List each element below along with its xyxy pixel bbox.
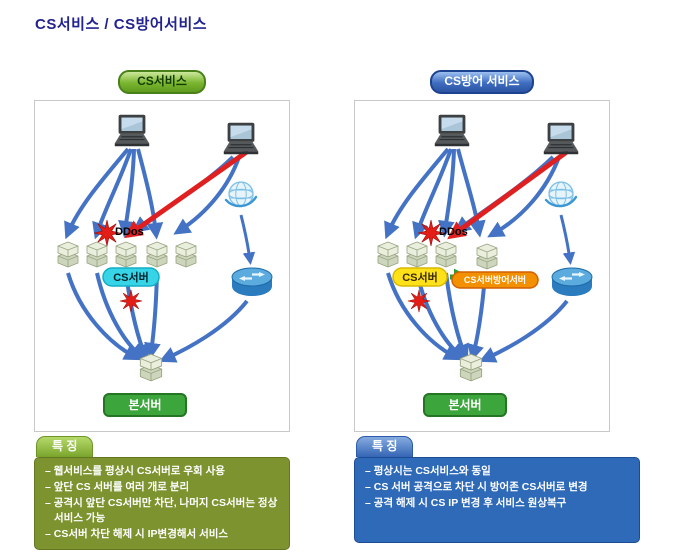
feature-item: – CS 서버 공격으로 차단 시 방어존 CS서버로 변경	[365, 480, 588, 493]
attacker-laptop-icon	[223, 122, 259, 155]
cs-features-tab: 특 징	[36, 436, 94, 457]
server-icon	[146, 241, 168, 268]
router-icon	[550, 266, 594, 298]
cs-defense-diagram-box: DDos CS서버 CS서버방어서버 본서버	[354, 100, 610, 432]
cs-server-badge	[102, 267, 160, 287]
main-server-badge	[423, 393, 507, 417]
main-server-badge	[103, 393, 187, 417]
attacker-laptop-icon	[543, 122, 579, 155]
cs-server-label: CS서버	[113, 270, 149, 284]
ddos-label: DDos	[439, 226, 468, 238]
distribution-arrows	[66, 272, 249, 363]
client-laptop-icon	[114, 114, 150, 147]
defense-features-tab: 특 징	[356, 436, 414, 457]
feature-item: – 평상시는 CS서비스와 동일	[365, 465, 491, 477]
server-icon	[377, 241, 399, 268]
cs-defense-features: 특 징 – 평상시는 CS서비스와 동일 – CS 서버 공격으로 차단 시 방…	[354, 436, 640, 543]
cs-features-list: – 웹서비스를 평상시 CS서버로 우회 사용 – 앞단 CS 서버를 여러 개…	[45, 464, 279, 542]
cs-defense-diagram: DDos CS서버 CS서버방어서버 본서버	[377, 114, 594, 417]
defense-server-badge	[451, 271, 539, 289]
globe-to-router-arrow	[559, 214, 576, 265]
cs-service-header-badge: CS서비스	[118, 70, 206, 94]
feature-item: – 공격 해제 시 CS IP 변경 후 서비스 원상복구	[365, 496, 567, 509]
cs-service-features: 특 징 – 웹서비스를 평상시 CS서버로 우회 사용 – 앞단 CS 서버를 …	[34, 436, 290, 550]
cs-service-header-row: CS서비스	[34, 70, 290, 94]
defense-server-icon	[476, 243, 498, 270]
ddos-attack-arrow	[447, 148, 570, 240]
ddos-label: DDos	[115, 226, 144, 238]
internet-globe-icon	[224, 180, 258, 208]
cs-defense-panel: CS방어 서비스	[354, 70, 640, 543]
cs-server-label: CS서버	[402, 270, 438, 284]
feature-item: – 공격시 앞단 CS서버만 차단, 나머지 CS서버는 정상 서비스 가능	[45, 496, 278, 524]
main-server-label: 본서버	[128, 397, 161, 412]
internet-globe-icon	[544, 180, 578, 208]
cs-service-diagram: DDos CS서버 본서버	[57, 114, 274, 417]
blocked-burst-icon	[119, 289, 143, 313]
main-server-label: 본서버	[448, 397, 481, 412]
page-title: CS서비스 / CS방어서비스	[35, 16, 208, 33]
main-server-icon	[459, 353, 483, 382]
ddos-attack-arrow	[124, 148, 250, 239]
server-icon	[115, 241, 137, 268]
feature-item: – 웹서비스를 평상시 CS서버로 우회 사용	[45, 465, 225, 477]
main-server-icon	[139, 353, 163, 382]
globe-to-router-arrow	[239, 214, 256, 265]
server-icon	[57, 241, 79, 268]
defense-features-list: – 평상시는 CS서비스와 동일 – CS 서버 공격으로 차단 시 방어존 C…	[365, 464, 629, 511]
cs-service-panel: CS서비스	[34, 70, 290, 550]
cs-server-row	[377, 241, 457, 268]
server-icon	[435, 241, 457, 268]
defense-server-label: CS서버방어서버	[464, 274, 526, 285]
cs-server-badge	[392, 267, 448, 287]
cs-server-row	[57, 241, 197, 268]
cs-defense-header-row: CS방어 서비스	[354, 70, 610, 94]
defense-features-box: – 평상시는 CS서비스와 동일 – CS 서버 공격으로 차단 시 방어존 C…	[354, 457, 640, 543]
cs-defense-header-badge: CS방어 서비스	[430, 70, 534, 94]
client-laptop-icon	[434, 114, 470, 147]
cs-service-diagram-box: DDos CS서버 본서버	[34, 100, 290, 432]
cs-features-box: – 웹서비스를 평상시 CS서버로 우회 사용 – 앞단 CS 서버를 여러 개…	[34, 457, 290, 550]
server-icon	[175, 241, 197, 268]
blocked-burst-icon	[407, 289, 431, 313]
feature-item: – CS서버 차단 해제 시 IP변경해서 서비스	[45, 527, 229, 540]
router-icon	[230, 266, 274, 298]
server-icon	[406, 241, 428, 268]
feature-item: – 앞단 CS 서버를 여러 개로 분리	[45, 480, 190, 493]
server-icon	[86, 241, 108, 268]
